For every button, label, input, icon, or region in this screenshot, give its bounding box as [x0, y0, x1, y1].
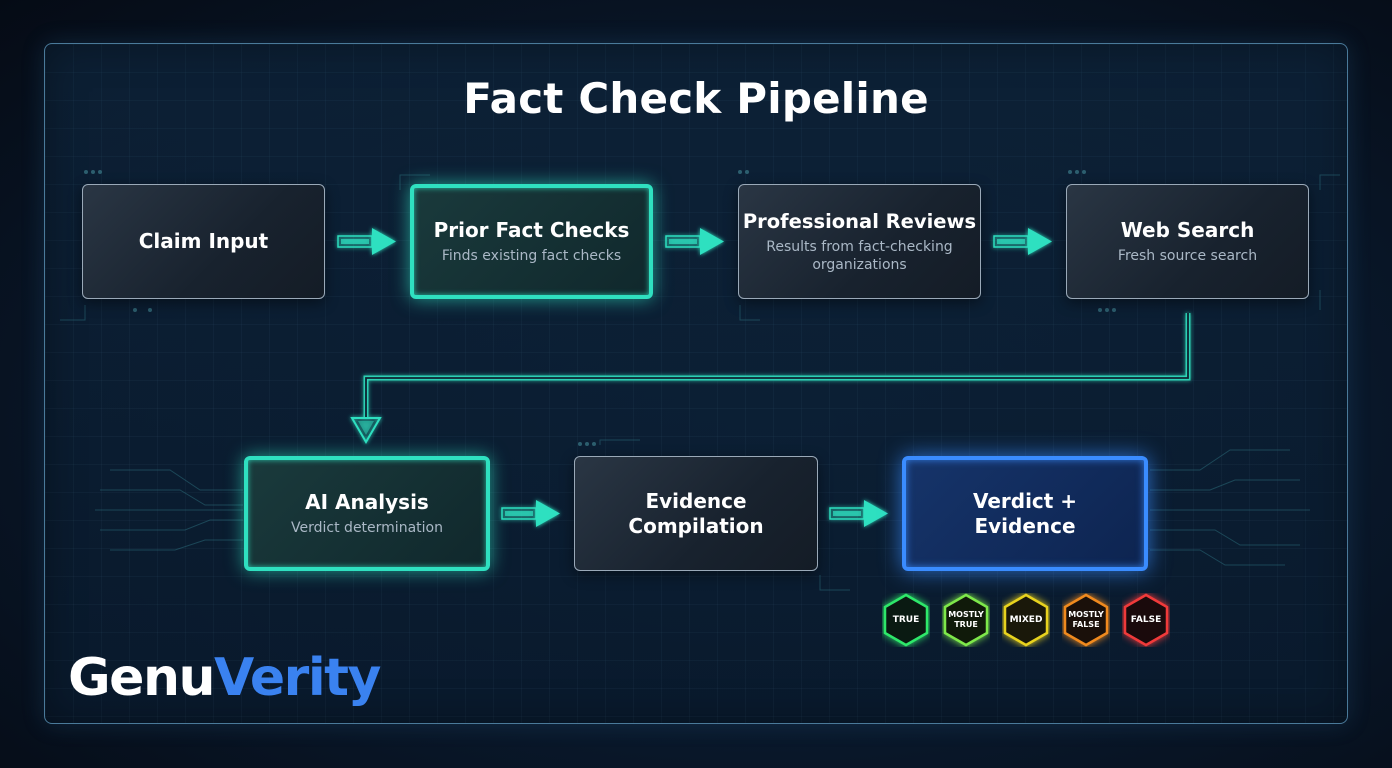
verdict-badge-true: TRUE	[882, 593, 930, 647]
verdict-badge-false: FALSE	[1122, 593, 1170, 647]
verdict-badge-mixed: MIXED	[1002, 593, 1050, 647]
node-title: Professional Reviews	[742, 210, 977, 233]
arrow-prior-to-professional	[665, 228, 724, 255]
flow-arrows	[337, 228, 1052, 527]
node-claim-input: Claim Input	[82, 184, 325, 299]
node-subtitle: Fresh source search	[1117, 248, 1258, 264]
logo-part-verity: Verity	[214, 648, 381, 708]
circuit-dots	[84, 170, 1116, 446]
verdict-badge-label: TRUE	[892, 615, 920, 625]
logo-part-genu: Genu	[68, 648, 216, 708]
verdict-badges: TRUE MOSTLY TRUE MIXED MOSTLY FALSE FALS…	[882, 593, 1172, 647]
node-title: Web Search	[1120, 218, 1255, 242]
node-title: Evidence Compilation	[628, 488, 764, 538]
hexagon-icon	[883, 593, 929, 647]
verdict-badge-mostly-true: MOSTLY TRUE	[942, 593, 990, 647]
verdict-badge-label: FALSE	[1130, 615, 1162, 625]
genuverity-logo: GenuVerity	[68, 645, 381, 711]
node-verdict-evidence: Verdict + Evidence	[902, 456, 1148, 571]
node-web-search: Web Search Fresh source search	[1066, 184, 1309, 299]
arrow-professional-to-web	[993, 228, 1052, 255]
node-prior-fact-checks: Prior Fact Checks Finds existing fact ch…	[410, 184, 653, 299]
verdict-badge-mostly-false: MOSTLY FALSE	[1062, 593, 1110, 647]
arrow-ai-to-evidence	[501, 500, 560, 527]
page-title: Fact Check Pipeline	[463, 74, 929, 123]
hexagon-icon	[1003, 593, 1049, 647]
node-title: AI Analysis	[305, 490, 429, 514]
return-connector	[350, 313, 1191, 444]
verdict-badge-label: MIXED	[1009, 615, 1043, 625]
node-subtitle: Finds existing fact checks	[441, 248, 622, 264]
node-ai-analysis: AI Analysis Verdict determination	[244, 456, 490, 571]
hexagon-icon	[1123, 593, 1169, 647]
hexagon-icon	[1063, 593, 1109, 647]
node-evidence-compilation: Evidence Compilation	[574, 456, 818, 571]
node-professional-reviews: Professional Reviews Results from fact-c…	[738, 184, 981, 299]
circuit-traces	[60, 174, 1340, 591]
arrow-evidence-to-verdict	[829, 500, 888, 527]
node-title: Claim Input	[138, 229, 269, 253]
node-title: Verdict + Evidence	[972, 488, 1078, 538]
hexagon-icon	[943, 593, 989, 647]
arrow-claim-to-prior	[337, 228, 396, 255]
node-title: Prior Fact Checks	[433, 218, 630, 242]
node-subtitle: Results from fact-checking organizations	[766, 239, 953, 273]
node-subtitle: Verdict determination	[291, 520, 443, 536]
verdict-badge-label: MOSTLY FALSE	[1068, 610, 1104, 629]
verdict-badge-label: MOSTLY TRUE	[948, 610, 984, 629]
